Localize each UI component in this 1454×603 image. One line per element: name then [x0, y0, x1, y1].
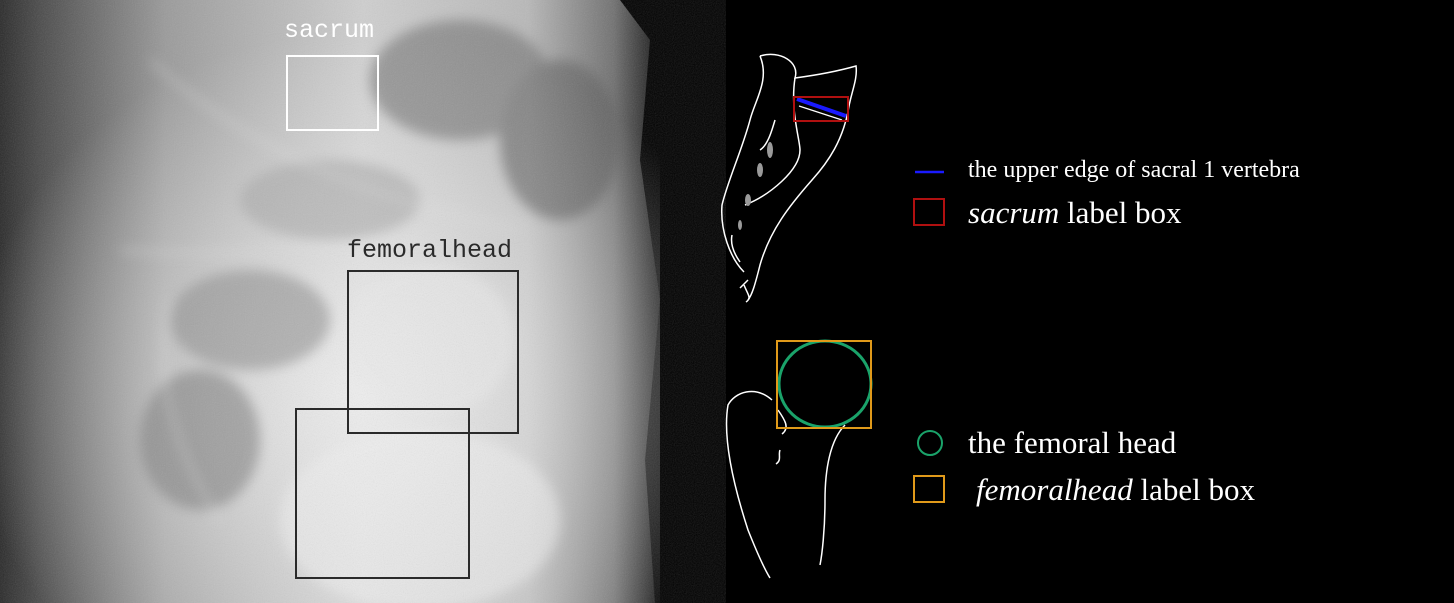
legend-sacrum-box-italic: sacrum	[968, 195, 1060, 230]
sacrum-foramina	[738, 142, 773, 230]
legend-sacrum-box-swatch	[913, 198, 945, 226]
legend-sacrum-box-text: sacrum label box	[968, 197, 1182, 228]
femoralhead-label-box-diagram	[776, 340, 872, 429]
sacrum-box-xray	[286, 55, 379, 131]
legend-femoral-head-swatch	[917, 430, 943, 456]
sacral-line-diagram	[796, 97, 847, 118]
legend-femoralhead-box-italic: femoralhead	[976, 472, 1133, 507]
legend-femoralhead-box-swatch	[913, 475, 945, 503]
femoralhead-box-xray	[347, 270, 519, 434]
sacrum-box-label: sacrum	[284, 16, 375, 45]
sacral-line-edge	[798, 105, 843, 121]
legend-femoralhead-box-text: femoralhead label box	[976, 474, 1255, 505]
sacrum-label-box-diagram	[793, 96, 849, 122]
xray-image	[0, 0, 660, 603]
legend-femoral-head-text: the femoral head	[968, 425, 1177, 460]
femoralhead-box-label: femoralhead	[347, 236, 513, 265]
legend-sacrum-box-rest: label box	[1067, 195, 1182, 230]
legend-sacral-line-text: the upper edge of sacral 1 vertebra	[968, 157, 1300, 183]
second-box-xray	[295, 408, 470, 579]
femur-outline-diagram	[725, 390, 846, 579]
legend-femoralhead-box-rest: label box	[1140, 472, 1255, 507]
